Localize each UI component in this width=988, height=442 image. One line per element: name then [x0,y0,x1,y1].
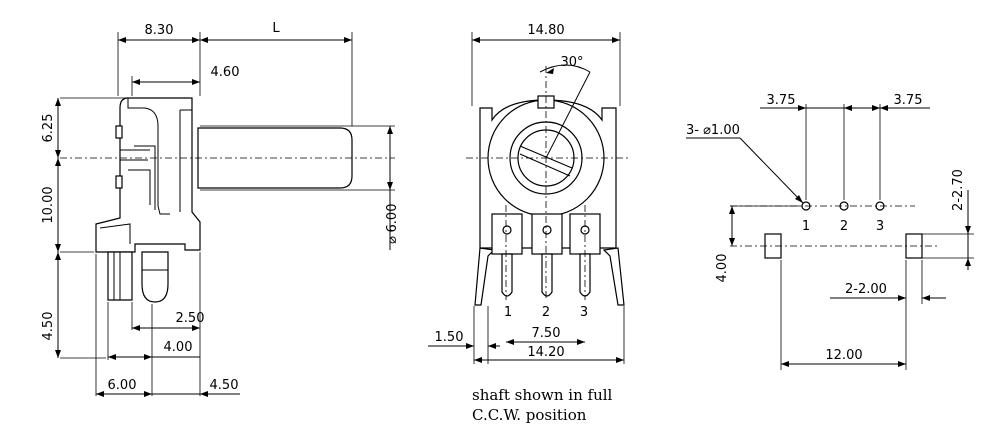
dim-30-deg: 30° [560,55,583,70]
dim-3-75-left: 3.75 [767,93,796,108]
dim-hole-diameter: 3- ⌀1.00 [686,123,740,138]
dim-shaft-diameter: ⌀ 6.00 [385,204,400,244]
dim-14-20: 14.20 [527,345,564,360]
pcb-pin-1: 1 [802,219,810,234]
dim-4-50-vertical: 4.50 [41,312,56,341]
front-pin-2: 2 [542,305,550,320]
dim-L: L [272,21,280,36]
dim-14-80: 14.80 [527,23,564,38]
front-view: 30° 14.80 1.50 7.50 14.20 1 2 3 shaft sh… [428,23,628,424]
dim-6-00-bottom: 6.00 [108,378,137,393]
pcb-layout: 3.75 3.75 3- ⌀1.00 1 2 3 2-2.70 4.00 2-2… [686,93,974,370]
dim-4-00-pcb: 4.00 [715,254,730,283]
dim-6-00-shaft: 6.00 [385,204,400,233]
dim-4-60: 4.60 [211,65,240,80]
pcb-pin-3: 3 [876,219,884,234]
dim-2-2-70: 2-2.70 [951,169,966,211]
side-view: 8.30 L 4.60 6.25 10.00 4.50 ⌀ 6.00 2.50 … [41,21,400,397]
dim-6-25: 6.25 [41,114,56,143]
dim-10-00: 10.00 [41,186,56,223]
note-line-1: shaft shown in full [472,386,613,404]
pcb-pin-2: 2 [840,219,848,234]
diameter-symbol: ⌀ [385,236,400,244]
dim-2-2-00: 2-2.00 [845,282,887,297]
front-pin-1: 1 [504,305,512,320]
dim-3-75-right: 3.75 [894,93,923,108]
side-body [95,97,201,253]
front-pin-3: 3 [580,305,588,320]
dim-1-50: 1.50 [435,330,464,345]
dim-4-50-bottom: 4.50 [210,378,239,393]
note-line-2: C.C.W. position [472,406,587,424]
dim-8-30: 8.30 [145,23,174,38]
dim-12-00: 12.00 [825,348,862,363]
dim-4-00: 4.00 [164,340,193,355]
dim-7-50: 7.50 [532,326,561,341]
dim-2-50: 2.50 [176,311,205,326]
